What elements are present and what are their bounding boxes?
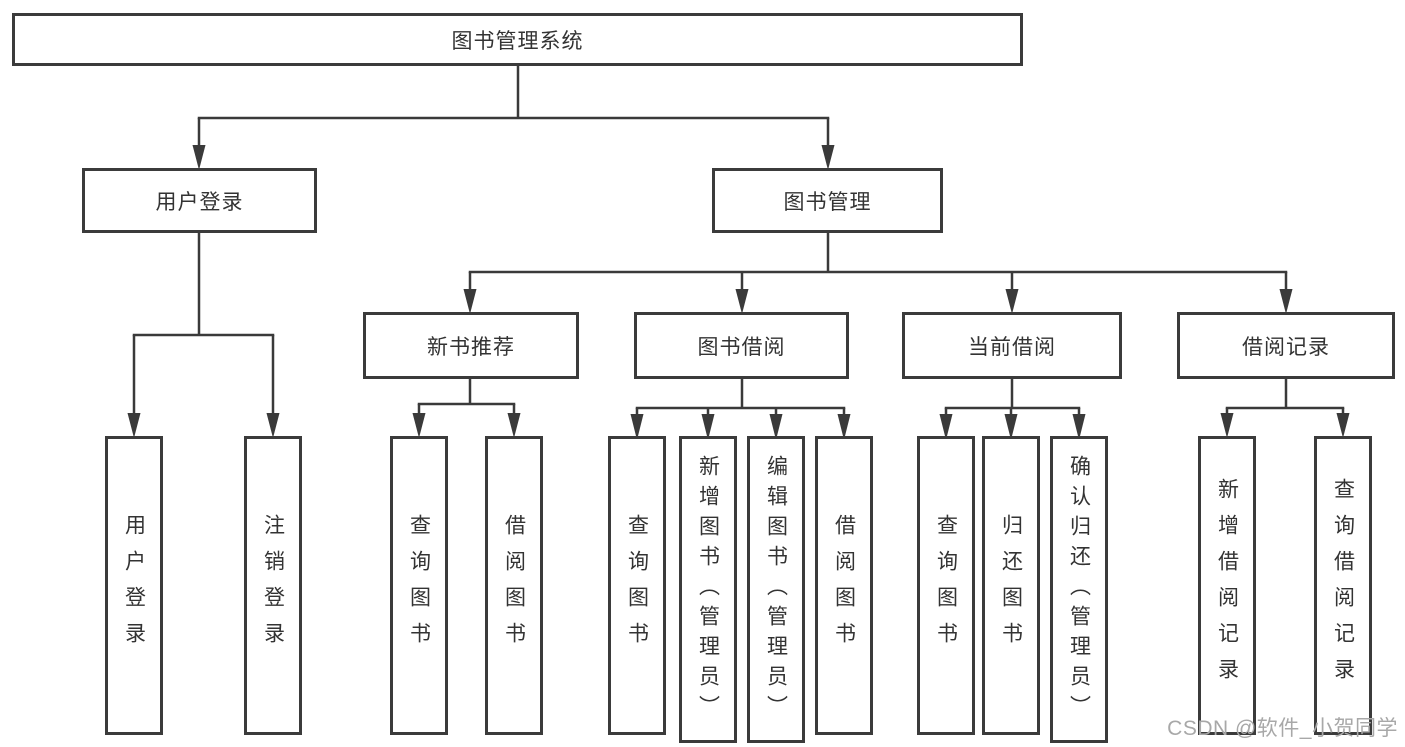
leaf-add-books-admin: 新增图书（管理员） [679,436,737,743]
node-user-login: 用户登录 [82,168,317,233]
leaf-query-borrow-record: 查询借阅记录 [1314,436,1372,735]
leaf-edit-books-admin: 编辑图书（管理员） [747,436,805,743]
leaf-borrow-books-recommend: 借阅图书 [485,436,543,735]
leaf-borrow-books-borrowing: 借阅图书 [815,436,873,735]
leaf-query-books-recommend: 查询图书 [390,436,448,735]
leaf-confirm-return-admin: 确认归还（管理员） [1050,436,1108,743]
arrowheads [127,145,1350,440]
node-borrowing-records: 借阅记录 [1177,312,1395,379]
node-library-management-system: 图书管理系统 [12,13,1023,66]
node-book-borrowing: 图书借阅 [634,312,849,379]
leaf-logout-login: 注销登录 [244,436,302,735]
node-book-management: 图书管理 [712,168,943,233]
csdn-watermark: CSDN @软件_小贺同学 [1167,717,1398,740]
leaf-query-books-borrowing: 查询图书 [608,436,666,735]
leaf-user-login: 用户登录 [105,436,163,735]
leaf-return-books: 归还图书 [982,436,1040,735]
node-new-book-recommendation: 新书推荐 [363,312,579,379]
leaf-query-books-current: 查询图书 [917,436,975,735]
node-current-borrowing: 当前借阅 [902,312,1122,379]
leaf-add-borrow-record: 新增借阅记录 [1198,436,1256,735]
